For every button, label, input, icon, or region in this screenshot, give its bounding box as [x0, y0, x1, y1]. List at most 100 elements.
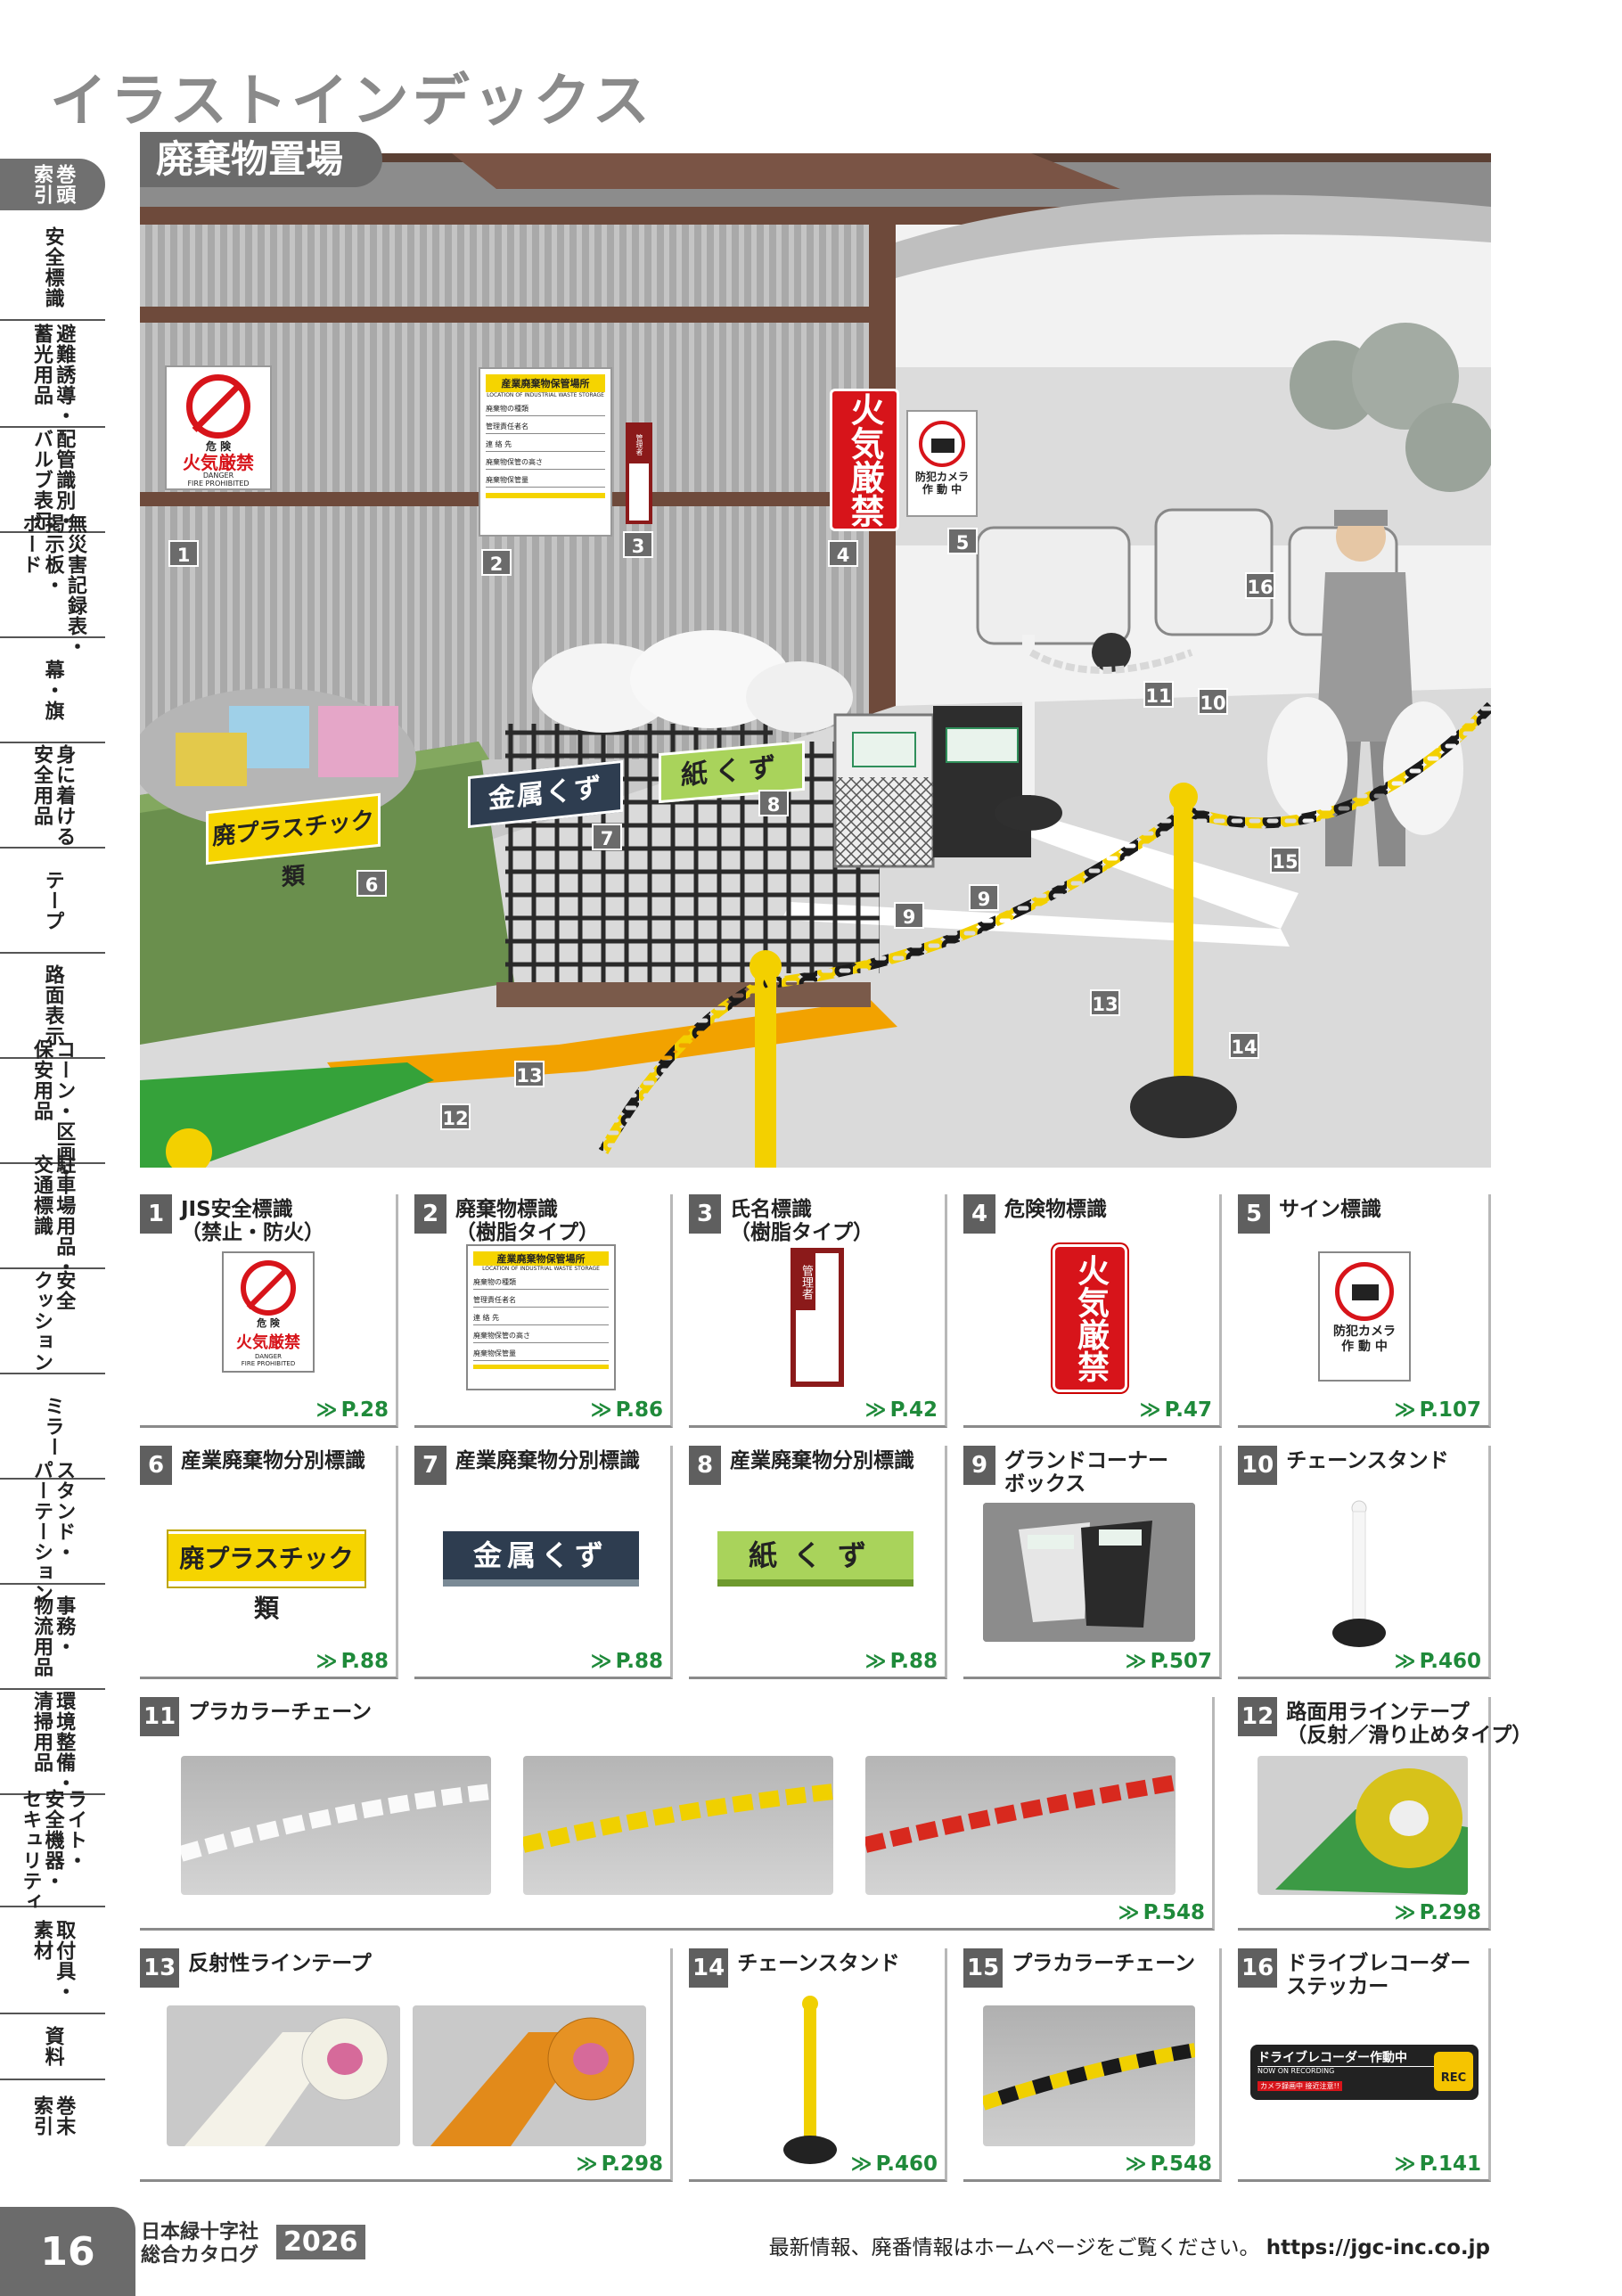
- callout-15[interactable]: 15: [1270, 847, 1300, 873]
- sidebar-item-mirror[interactable]: ミラー: [0, 1374, 105, 1480]
- callout-13a[interactable]: 13: [514, 1061, 545, 1087]
- callout-14[interactable]: 14: [1229, 1032, 1259, 1059]
- sidebar-item-cleaning[interactable]: 環境整備・ 清掃用品: [0, 1690, 105, 1795]
- sidebar-item-front-index[interactable]: 巻頭 索引: [0, 159, 105, 210]
- callout-10[interactable]: 10: [1198, 688, 1228, 715]
- road-tape-photo: [1275, 1768, 1468, 1895]
- sidebar-item-boards[interactable]: 無災害記録表・ 掲示板・ ボード: [0, 513, 105, 657]
- sidebar-item-safety-signs[interactable]: 安全標識: [0, 216, 105, 321]
- page-ref-link[interactable]: ≫P.88: [591, 1650, 663, 1673]
- callout-9a[interactable]: 9: [894, 902, 924, 929]
- double-chevron-icon: ≫: [1394, 1398, 1416, 1422]
- callout-7[interactable]: 7: [592, 824, 622, 850]
- page-ref-link[interactable]: ≫P.88: [865, 1650, 938, 1673]
- callout-1[interactable]: 1: [168, 540, 199, 567]
- callout-3[interactable]: 3: [623, 531, 653, 558]
- page-ref-link[interactable]: ≫P.548: [1126, 2152, 1212, 2176]
- sidebar-item-wearables[interactable]: 身に着ける 安全用品: [0, 743, 105, 849]
- sidebar-item-fittings[interactable]: 取付具・ 素材: [0, 1909, 105, 2014]
- footer-url-link[interactable]: https://jgc-inc.co.jp: [1266, 2236, 1490, 2259]
- sign-row: 管理責任者名: [486, 416, 605, 434]
- sidebar-item-label: スタンド・ パーテーション: [30, 1459, 76, 1603]
- page-ref-link[interactable]: ≫P.88: [316, 1650, 389, 1673]
- sidebar-item-cushion[interactable]: 安全 クッション: [0, 1269, 105, 1374]
- sidebar-item-cones[interactable]: コーン・区画・ 保安用品: [0, 1039, 105, 1183]
- sidebar-item-parking[interactable]: 駐車場用品・ 交通標識: [0, 1154, 105, 1277]
- page-ref-link[interactable]: ≫P.42: [865, 1398, 938, 1422]
- sidebar-item-materials[interactable]: 資料: [0, 2014, 105, 2080]
- page-ref-link[interactable]: ≫P.107: [1395, 1398, 1481, 1422]
- product-image-red-chain: [865, 1756, 1176, 1895]
- callout-9b[interactable]: 9: [969, 884, 999, 911]
- page-ref-link[interactable]: ≫P.460: [851, 2152, 938, 2176]
- page-ref-link[interactable]: ≫P.141: [1395, 2152, 1481, 2176]
- card-title: チェーンスタンド: [737, 1952, 900, 1975]
- sidebar-item-label: 身に着ける 安全用品: [30, 743, 76, 847]
- sidebar-item-stands[interactable]: スタンド・ パーテーション: [0, 1460, 105, 1603]
- sidebar-item-label: 資料: [41, 2026, 64, 2067]
- card-title: 廃棄物標識 （樹脂タイプ）: [455, 1198, 599, 1244]
- callout-13b[interactable]: 13: [1090, 989, 1120, 1016]
- page-ref-link[interactable]: ≫P.298: [577, 2152, 663, 2176]
- product-image-road-tape: [1257, 1756, 1468, 1895]
- sidebar-item-banners[interactable]: 幕・旗: [0, 638, 105, 743]
- product-image-plastic-plate: 廃プラスチック類: [168, 1531, 365, 1623]
- sidebar-item-office[interactable]: 事務・ 物流用品: [0, 1585, 105, 1690]
- sticker-label: ドライブレコーダー作動中: [1257, 2048, 1471, 2067]
- callout-4[interactable]: 4: [828, 540, 858, 567]
- product-image-fire-sign: 危 険 火気厳禁 DANGER FIRE PROHIBITED: [222, 1251, 315, 1373]
- page-ref-link[interactable]: ≫P.460: [1395, 1650, 1481, 1673]
- page-ref-link[interactable]: ≫P.28: [316, 1398, 389, 1422]
- sidebar-item-piping[interactable]: 配管識別・ バルブ表示: [0, 428, 105, 533]
- camera-icon: [1335, 1262, 1394, 1321]
- sidebar-item-road-marking[interactable]: 路面表示: [0, 954, 105, 1059]
- callout-6[interactable]: 6: [356, 870, 387, 897]
- callout-2[interactable]: 2: [481, 549, 512, 576]
- page-ref-text: P.141: [1419, 2152, 1481, 2176]
- sidebar-item-label: 巻頭 索引: [30, 164, 76, 205]
- card-title: ドライブレコーダー ステッカー: [1286, 1952, 1471, 1998]
- callout-11[interactable]: 11: [1143, 681, 1174, 708]
- card-number: 13: [140, 1948, 180, 1988]
- callout-5[interactable]: 5: [947, 528, 978, 554]
- scene-sign-danger: 火気厳禁: [830, 389, 899, 531]
- page-ref-link[interactable]: ≫P.298: [1395, 1901, 1481, 1924]
- callout-12[interactable]: 12: [440, 1103, 471, 1130]
- no-fire-icon: [241, 1260, 296, 1316]
- double-chevron-icon: ≫: [590, 1398, 612, 1422]
- card-title: サイン標識: [1279, 1198, 1381, 1221]
- callout-8[interactable]: 8: [758, 790, 789, 816]
- sidebar-item-evacuation[interactable]: 避難誘導・ 蓄光用品: [0, 323, 105, 428]
- scene-title: 廃棄物置場: [140, 132, 383, 187]
- page-ref-link[interactable]: ≫P.548: [1118, 1901, 1205, 1924]
- sidebar-item-lights[interactable]: ライト・ 安全機器・ セキュリティ: [0, 1789, 105, 1912]
- callout-16[interactable]: 16: [1245, 572, 1275, 599]
- card-number: 2: [414, 1194, 446, 1234]
- sign-row: 連 絡 先: [473, 1308, 609, 1325]
- page-ref-link[interactable]: ≫P.86: [591, 1398, 663, 1422]
- sidebar-item-tape[interactable]: テープ: [0, 849, 105, 954]
- page-ref-text: P.88: [340, 1650, 389, 1673]
- page-ref-link[interactable]: ≫P.507: [1126, 1650, 1212, 1673]
- double-chevron-icon: ≫: [315, 1650, 338, 1673]
- page-ref-link[interactable]: ≫P.47: [1140, 1398, 1212, 1422]
- sidebar-item-back-index[interactable]: 巻末 索引: [0, 2080, 105, 2152]
- product-image-white-chain: [181, 1756, 491, 1895]
- sign-label: LOCATION OF INDUSTRIAL WASTE STORAGE: [487, 392, 604, 398]
